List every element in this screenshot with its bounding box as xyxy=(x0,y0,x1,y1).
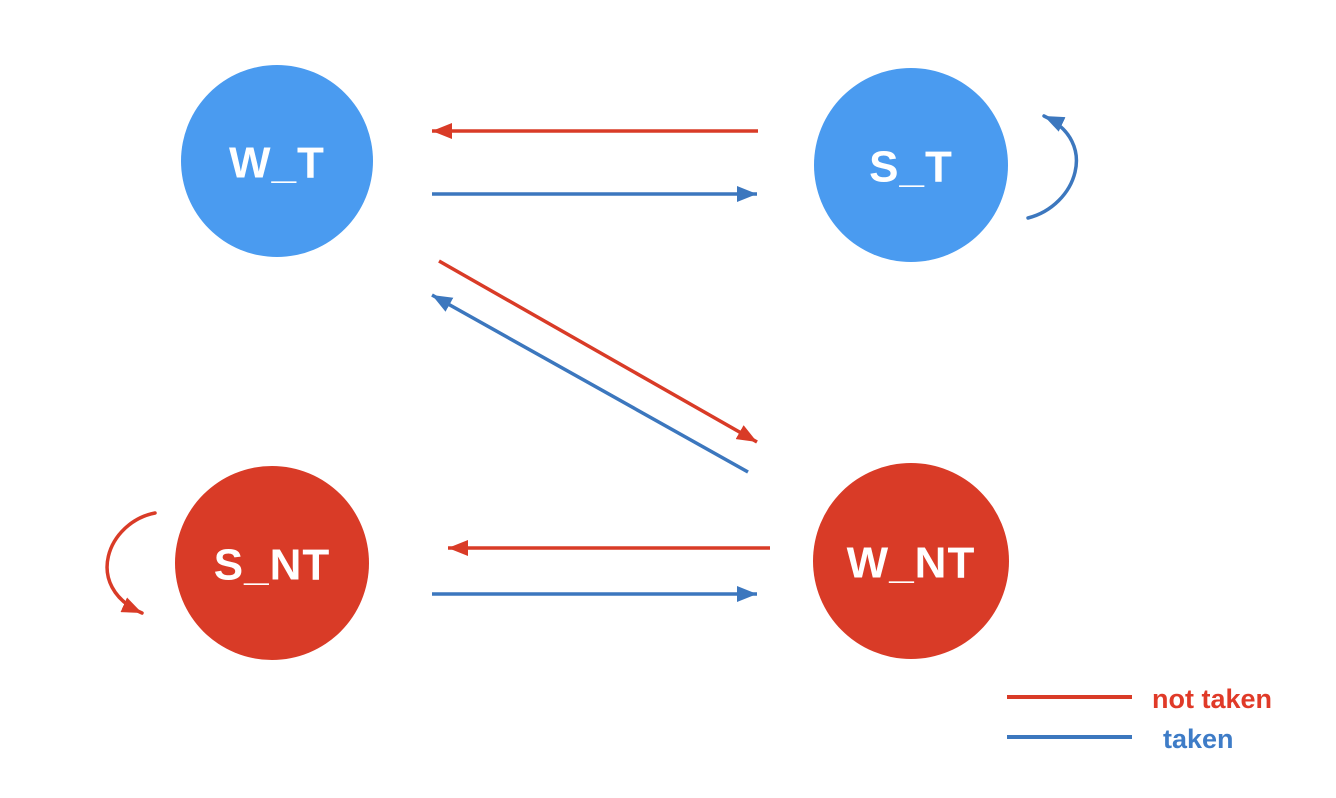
self-loop-st-taken xyxy=(1026,114,1079,220)
node-st-circle xyxy=(814,68,1008,262)
edge-wnt-to-wt-taken xyxy=(431,293,749,474)
node-wt: W_T xyxy=(181,65,373,257)
legend: not taken taken xyxy=(1007,684,1272,754)
node-snt-circle xyxy=(175,466,369,660)
node-wt-label: W_T xyxy=(229,139,325,188)
node-snt: S_NT xyxy=(175,466,369,660)
node-wt-circle xyxy=(181,65,373,257)
node-wnt-label: W_NT xyxy=(847,539,976,588)
self-loop-snt-not-taken xyxy=(105,511,157,615)
edge-wt-to-wnt-not-taken xyxy=(438,259,758,444)
node-wnt: W_NT xyxy=(813,463,1009,659)
node-st-label: S_T xyxy=(869,143,953,192)
node-st: S_T xyxy=(814,68,1008,262)
node-wnt-circle xyxy=(813,463,1009,659)
node-snt-label: S_NT xyxy=(214,541,330,590)
legend-label-not-taken: not taken xyxy=(1152,684,1272,714)
legend-label-taken: taken xyxy=(1163,724,1234,754)
